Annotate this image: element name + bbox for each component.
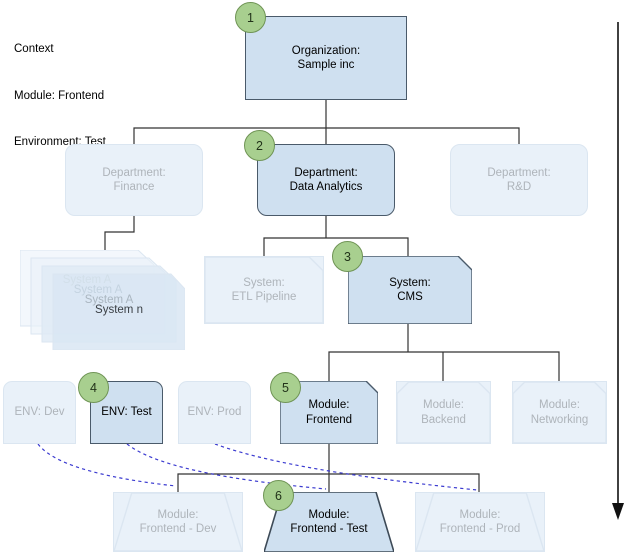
node-env-dev[interactable]: ENV: Dev — [3, 381, 76, 444]
node-system-etl-line2: ETL Pipeline — [231, 291, 297, 303]
system-etl-shape — [205, 257, 323, 323]
step-badge-6-number: 6 — [275, 488, 282, 503]
context-title: Context — [14, 43, 54, 55]
step-badge-4-number: 4 — [90, 380, 97, 395]
node-module-backend[interactable]: Module: Backend — [396, 381, 491, 444]
node-department-rd-line2: R&D — [506, 181, 532, 193]
step-badge-3[interactable]: 3 — [332, 241, 363, 272]
context-module: Module: Frontend — [14, 89, 105, 102]
node-env-test-label: ENV: Test — [101, 406, 152, 419]
node-system-cms-line1: System: — [389, 276, 431, 289]
node-module-frontend-line1: Module: — [308, 399, 350, 411]
link-dev — [37, 443, 177, 487]
node-system-etl-pipeline[interactable]: System: ETL Pipeline — [204, 256, 324, 324]
system-cms-shape — [348, 256, 472, 324]
node-department-finance-line2: Finance — [113, 181, 155, 193]
module-frontend-dev-shape — [114, 493, 242, 551]
node-module-frontend-test-line2: Frontend - Test — [290, 523, 368, 535]
module-backend-shape — [397, 382, 490, 443]
node-module-backend-line2: Backend — [421, 413, 466, 426]
node-department-rd-line1: Department: — [487, 166, 551, 179]
node-module-frontend-test[interactable]: Module: Frontend - Test — [264, 492, 394, 552]
node-system-stack[interactable]: System A System A System A System n — [20, 250, 185, 350]
node-organization[interactable]: Organization: Sample inc — [245, 16, 407, 100]
system-stack-shapes — [20, 250, 185, 350]
step-badge-1-number: 1 — [247, 10, 254, 25]
node-module-backend-line1: Module: — [423, 399, 464, 411]
step-badge-4[interactable]: 4 — [78, 372, 109, 403]
node-organization-line2: Sample inc — [297, 59, 355, 71]
step-badge-3-number: 3 — [344, 249, 351, 264]
step-badge-2-number: 2 — [256, 138, 263, 153]
module-frontend-test-shape — [264, 492, 394, 552]
node-module-frontend[interactable]: Module: Frontend — [280, 381, 378, 444]
system-stack-label-1: System A — [62, 274, 112, 286]
node-module-networking-line1: Module: — [539, 399, 580, 411]
node-department-data-analytics-line1: Department: — [294, 166, 358, 179]
node-department-data-analytics[interactable]: Department: Data Analytics — [257, 144, 395, 216]
node-module-frontend-dev-line2: Frontend - Dev — [139, 523, 217, 535]
link-test — [126, 443, 327, 490]
system-stack-label-3: System A — [84, 294, 134, 306]
node-module-frontend-line2: Frontend — [305, 413, 353, 426]
system-stack-label-4: System n — [95, 304, 143, 316]
step-badge-1[interactable]: 1 — [235, 2, 266, 33]
env-to-instance-links — [37, 443, 478, 491]
node-module-frontend-dev[interactable]: Module: Frontend - Dev — [113, 492, 243, 552]
node-department-rd[interactable]: Department: R&D — [450, 144, 588, 216]
node-module-frontend-prod[interactable]: Module: Frontend - Prod — [415, 492, 545, 552]
module-frontend-prod-shape — [416, 493, 544, 551]
node-module-frontend-prod-line1: Module: — [459, 508, 501, 521]
node-system-cms-line2: CMS — [397, 291, 423, 303]
node-department-finance-line1: Department: — [102, 166, 166, 179]
node-module-networking[interactable]: Module: Networking — [512, 381, 607, 444]
node-organization-line1: Organization: — [291, 44, 361, 57]
node-system-cms[interactable]: System: CMS — [348, 256, 472, 324]
node-system-etl-line1: System: — [243, 276, 285, 289]
module-frontend-shape — [280, 381, 378, 444]
system-stack-label-2: System A — [73, 284, 123, 296]
node-module-frontend-dev-line1: Module: — [157, 508, 199, 521]
module-networking-shape — [513, 382, 606, 443]
step-badge-6[interactable]: 6 — [263, 480, 294, 511]
node-env-prod-label: ENV: Prod — [187, 406, 242, 419]
depth-flow-arrow-hit — [606, 18, 632, 523]
step-badge-2[interactable]: 2 — [244, 130, 275, 161]
step-badge-5[interactable]: 5 — [270, 372, 301, 403]
node-department-finance[interactable]: Department: Finance — [65, 144, 203, 216]
node-module-frontend-test-line1: Module: — [308, 508, 350, 521]
node-module-networking-line2: Networking — [530, 413, 589, 426]
node-env-prod[interactable]: ENV: Prod — [178, 381, 251, 444]
node-module-frontend-prod-line2: Frontend - Prod — [439, 523, 521, 535]
node-department-data-analytics-line2: Data Analytics — [289, 181, 363, 193]
step-badge-5-number: 5 — [282, 380, 289, 395]
node-env-dev-label: ENV: Dev — [14, 406, 65, 419]
link-prod — [214, 443, 478, 491]
